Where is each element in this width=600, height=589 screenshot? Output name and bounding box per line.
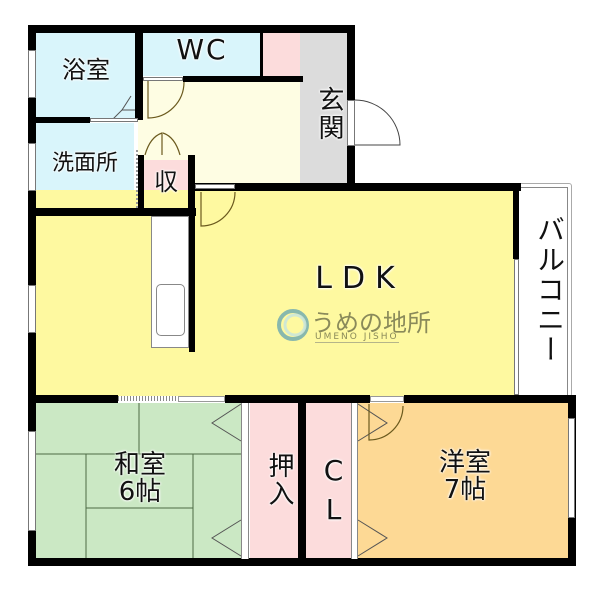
partition-washitsu (241, 403, 249, 559)
ldk-door (195, 184, 235, 189)
yoshitsu-label-size: 7帖 (443, 475, 487, 506)
wall-wc-bottom (183, 76, 303, 82)
wc-door (143, 77, 183, 81)
bath-room (36, 33, 136, 119)
wall-wc-bottom-left (135, 76, 143, 82)
kitchen-sink (156, 284, 185, 336)
window-balcony-door (514, 259, 519, 395)
wall-bath-right (135, 25, 143, 120)
wall-bedroom-top-right (404, 395, 576, 403)
window-washroom (28, 143, 36, 191)
wall-ldk-right (513, 183, 519, 259)
logo-name: うめの地所 (311, 309, 431, 337)
closet-label: CL (317, 454, 350, 532)
washitsu-door-opening (178, 396, 225, 402)
washitsu-label-name: 和室 (113, 450, 166, 480)
yoshitsu-label: 洋室 7帖 (410, 448, 520, 506)
bath-label: 浴室 (62, 56, 110, 84)
wall-oshiire-cl (298, 403, 306, 559)
washitsu-sliding-door (118, 396, 178, 401)
entrance-label: 玄関 (314, 86, 344, 142)
ldk-room (36, 190, 516, 397)
logo-ring-icon (277, 309, 309, 341)
partition-yoshitsu (351, 403, 358, 559)
wall-ldk-top (188, 183, 521, 191)
window-bath (28, 50, 36, 98)
wall-bottom (28, 558, 576, 566)
ldk-upper (195, 190, 515, 210)
wall-kitchen (189, 210, 195, 352)
company-logo: うめの地所 UMENO JISHO (275, 303, 445, 347)
yoshitsu-label-name: 洋室 (438, 448, 491, 478)
wc-room (143, 33, 263, 76)
washroom-curtain (134, 150, 138, 208)
window-ldk (28, 285, 36, 333)
window-washitsu (28, 431, 36, 531)
entrance-door (347, 100, 355, 146)
wall-bedroom-top-left (36, 395, 118, 403)
washitsu-label: 和室 6帖 (86, 450, 194, 508)
wc-label: WC (176, 33, 228, 66)
storage-strip (262, 33, 300, 76)
wall-storage-left (138, 155, 144, 211)
yoshitsu-door-opening (370, 396, 404, 402)
wall-storage-right (188, 155, 195, 213)
wall-washroom-bottom (36, 208, 196, 216)
wall-bath-bottom (36, 117, 90, 123)
washitsu-label-size: 6帖 (118, 477, 162, 508)
logo-romaji: UMENO JISHO (315, 332, 399, 343)
bath-door (90, 118, 138, 122)
washroom-label: 洗面所 (51, 151, 118, 176)
ldk-label: LDK (315, 261, 405, 296)
storage-label: 収 (154, 168, 178, 196)
oshiire-label: 押入 (264, 452, 294, 508)
wall-bedroom-top-mid (225, 395, 370, 403)
oshiire-room (250, 403, 298, 559)
window-yoshitsu (568, 418, 575, 518)
balcony-label: バルコニー (533, 215, 566, 365)
entrance-room (300, 33, 348, 185)
wall-wc-divider (260, 33, 263, 77)
wall-top (28, 25, 355, 33)
closet-room (306, 403, 352, 559)
